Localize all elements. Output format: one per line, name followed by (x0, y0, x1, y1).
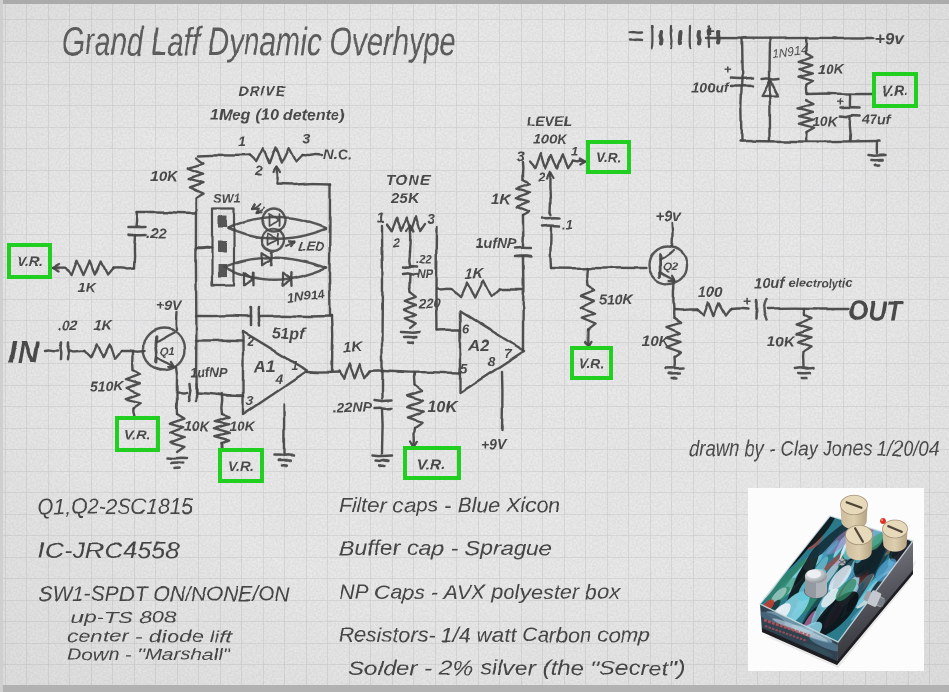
svg-text:100: 100 (698, 284, 724, 301)
svg-text:3: 3 (303, 131, 311, 147)
svg-text:V.R.: V.R. (17, 254, 43, 270)
svg-text:10K: 10K (767, 333, 796, 350)
svg-text:V.R.: V.R. (882, 83, 908, 99)
svg-text:Q2: Q2 (663, 261, 678, 273)
svg-text:6: 6 (462, 321, 470, 336)
svg-text:1K: 1K (94, 317, 113, 333)
svg-text:.22: .22 (416, 253, 433, 267)
svg-text:10K: 10K (184, 418, 211, 434)
svg-text:V.R.: V.R. (417, 456, 445, 473)
svg-text:A1: A1 (253, 357, 276, 376)
svg-text:+: + (706, 23, 715, 40)
svg-text:51pf: 51pf (272, 326, 307, 343)
svg-text:1K: 1K (78, 279, 97, 295)
svg-text:8: 8 (488, 354, 496, 369)
svg-text:1ufNP: 1ufNP (190, 365, 228, 380)
svg-text:.22NP: .22NP (333, 399, 373, 415)
svg-text:.22: .22 (146, 225, 168, 242)
svg-text:+: + (724, 62, 732, 77)
svg-text:.02: .02 (58, 317, 78, 333)
svg-text:NP: NP (417, 267, 435, 281)
svg-text:10K: 10K (428, 399, 459, 416)
svg-text:47uf: 47uf (861, 111, 892, 127)
svg-text:1Meg (10 detente): 1Meg (10 detente) (210, 107, 345, 124)
svg-text:1: 1 (291, 359, 298, 373)
svg-text:1: 1 (377, 209, 385, 225)
svg-text:1N914: 1N914 (771, 42, 808, 61)
svg-text:3: 3 (517, 148, 525, 164)
svg-text:10K: 10K (812, 113, 839, 129)
svg-text:NP Caps - AVX polyester box: NP Caps - AVX polyester box (339, 582, 621, 604)
svg-text:electrolytic: electrolytic (789, 276, 853, 290)
svg-text:1K: 1K (491, 191, 511, 208)
svg-text:3: 3 (427, 211, 435, 227)
svg-text:1N914: 1N914 (286, 286, 326, 305)
svg-text:Solder - 2% silver (the "Secre: Solder - 2% silver (the "Secret") (348, 658, 685, 680)
svg-text:up-TS 808: up-TS 808 (71, 608, 178, 627)
svg-text:10K: 10K (150, 168, 179, 185)
svg-text:V.R.: V.R. (596, 150, 622, 166)
svg-text:+: + (836, 94, 844, 109)
svg-text:+9V: +9V (156, 297, 183, 313)
svg-text:Down - "Marshall": Down - "Marshall" (67, 645, 231, 664)
svg-text:1: 1 (571, 144, 578, 159)
svg-text:+9v: +9v (655, 208, 682, 225)
svg-text:10uf: 10uf (754, 275, 787, 292)
svg-text:10K: 10K (818, 61, 845, 77)
svg-text:25K: 25K (390, 190, 420, 207)
svg-text:DRIVE: DRIVE (238, 83, 286, 99)
svg-text:LEVEL: LEVEL (527, 113, 572, 129)
svg-text:220: 220 (418, 296, 441, 311)
svg-text:Grand Laff Dynamic Overhype: Grand Laff Dynamic Overhype (62, 20, 456, 64)
svg-text:+9V: +9V (481, 436, 508, 452)
svg-text:TONE: TONE (386, 172, 431, 189)
svg-text:1ufNP: 1ufNP (476, 235, 517, 251)
svg-text:7: 7 (504, 346, 512, 361)
svg-text:LED: LED (298, 239, 325, 254)
svg-text:5: 5 (460, 361, 468, 376)
svg-text:N.C.: N.C. (323, 146, 351, 162)
svg-text:Q1: Q1 (160, 346, 175, 358)
svg-text:2: 2 (537, 169, 546, 184)
svg-text:Q1,Q2-2SC1815: Q1,Q2-2SC1815 (37, 494, 194, 519)
svg-text:510K: 510K (599, 291, 633, 307)
svg-text:10K: 10K (642, 333, 671, 350)
svg-text:1K: 1K (465, 265, 484, 281)
svg-text:drawn by - Clay Jones 1/20/04: drawn by - Clay Jones 1/20/04 (689, 436, 939, 461)
svg-text:SW1: SW1 (213, 191, 241, 206)
svg-text:Resistors- 1/4 watt Carbon com: Resistors- 1/4 watt Carbon comp (339, 625, 650, 647)
svg-text:IN: IN (8, 336, 40, 369)
svg-text:V.R.: V.R. (228, 458, 254, 474)
svg-text:1: 1 (238, 133, 246, 149)
svg-text:2: 2 (254, 162, 263, 178)
svg-text:3: 3 (246, 393, 254, 408)
svg-text:center - diode lift: center - diode lift (67, 627, 234, 646)
svg-text:510K: 510K (90, 378, 124, 394)
svg-text:OUT: OUT (848, 295, 905, 326)
svg-text:100K: 100K (533, 131, 567, 147)
svg-text:+9v: +9v (875, 29, 905, 48)
svg-text:2: 2 (392, 235, 401, 250)
svg-text:.1: .1 (562, 217, 573, 232)
svg-text:1K: 1K (343, 339, 363, 356)
svg-text:10K: 10K (229, 418, 256, 434)
svg-text:V.R.: V.R. (125, 427, 151, 443)
svg-text:2: 2 (246, 334, 255, 349)
svg-text:100uf: 100uf (692, 79, 730, 95)
svg-text:4: 4 (275, 372, 283, 386)
svg-text:SW1-SPDT ON/NONE/ON: SW1-SPDT ON/NONE/ON (38, 583, 291, 606)
svg-text:V.R.: V.R. (579, 356, 605, 372)
svg-text:Buffer cap - Sprague: Buffer cap - Sprague (339, 538, 552, 560)
svg-text:IC-JRC4558: IC-JRC4558 (38, 538, 181, 563)
svg-text:+: + (743, 293, 751, 309)
svg-text:A2: A2 (467, 336, 490, 355)
svg-text:Filter caps - Blue Xicon: Filter caps - Blue Xicon (339, 495, 560, 517)
